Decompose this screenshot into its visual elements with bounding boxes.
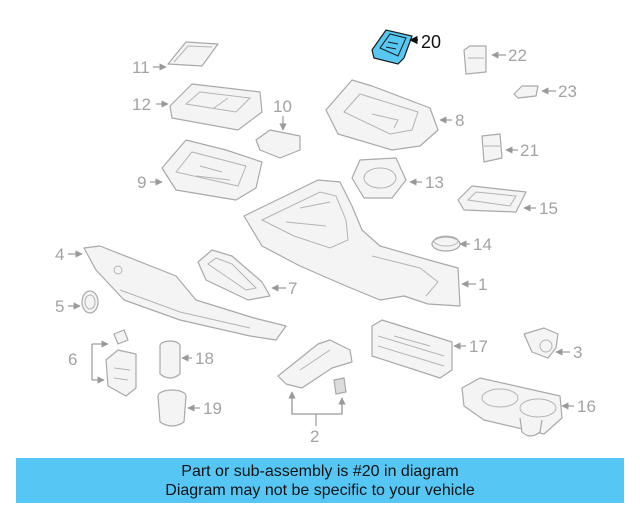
part-9 xyxy=(150,139,263,201)
part-22 xyxy=(463,45,506,75)
part-13 xyxy=(351,157,422,199)
part-4-side-panel xyxy=(68,245,287,341)
callout-5: 5 xyxy=(55,297,64,316)
callout-23: 23 xyxy=(558,82,577,101)
callout-10: 10 xyxy=(273,97,292,116)
part-5 xyxy=(68,290,99,314)
callout-18: 18 xyxy=(195,349,214,368)
part-8 xyxy=(325,79,452,151)
part-2-bracket xyxy=(277,339,353,426)
callout-8: 8 xyxy=(455,111,464,130)
banner-line-disclaimer: Diagram may not be specific to your vehi… xyxy=(165,481,475,499)
callout-9: 9 xyxy=(137,173,146,192)
callout-21: 21 xyxy=(520,141,539,160)
part-16 xyxy=(461,377,574,437)
callout-22: 22 xyxy=(508,46,527,65)
part-17 xyxy=(371,319,466,379)
callout-2: 2 xyxy=(310,427,319,446)
callout-7: 7 xyxy=(288,279,297,298)
callout-4: 4 xyxy=(55,245,64,264)
banner-line-part: Part or sub-assembly is #20 in diagram xyxy=(181,462,459,480)
callout-1: 1 xyxy=(478,275,487,294)
callout-16: 16 xyxy=(577,397,596,416)
info-banner: Part or sub-assembly is #20 in diagram D… xyxy=(16,458,624,503)
callout-15: 15 xyxy=(539,199,558,218)
part-20-highlighted[interactable] xyxy=(371,29,418,65)
part-19 xyxy=(157,389,200,427)
part-15 xyxy=(457,185,536,213)
callout-12: 12 xyxy=(132,95,151,114)
callout-14: 14 xyxy=(473,235,492,254)
part-12 xyxy=(156,83,263,131)
part-6 xyxy=(91,329,137,397)
callout-19: 19 xyxy=(203,399,222,418)
callout-20: 20 xyxy=(421,32,441,52)
part-21 xyxy=(481,133,518,163)
part-18 xyxy=(159,340,192,379)
callout-13: 13 xyxy=(425,173,444,192)
part-23 xyxy=(513,85,556,99)
callout-3: 3 xyxy=(573,343,582,362)
part-14 xyxy=(431,235,470,252)
callout-6: 6 xyxy=(68,350,77,369)
callout-11: 11 xyxy=(132,58,150,77)
part-1-console xyxy=(243,179,476,307)
part-10 xyxy=(255,116,301,159)
part-3 xyxy=(523,327,570,359)
callout-17: 17 xyxy=(469,337,488,356)
part-7 xyxy=(197,249,286,301)
part-11 xyxy=(153,41,219,71)
